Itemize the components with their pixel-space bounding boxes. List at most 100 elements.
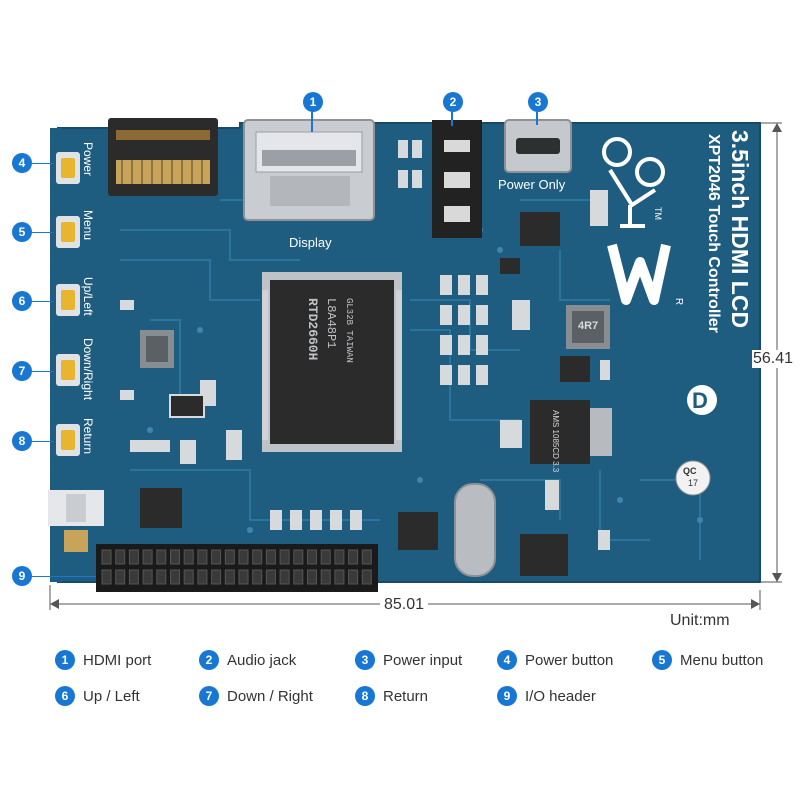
callout-badge: 1 — [303, 92, 323, 112]
header-pin — [183, 569, 194, 585]
silkscreen-power: Power — [81, 142, 95, 177]
legend-number-badge: 8 — [355, 686, 375, 706]
header-pin — [197, 549, 208, 565]
header-pin — [183, 549, 194, 565]
header-pin — [156, 549, 167, 565]
header-pin — [101, 569, 112, 585]
callout-leader-line — [311, 112, 313, 132]
header-pin — [252, 569, 263, 585]
header-pin — [293, 549, 304, 565]
header-pin — [128, 569, 139, 585]
fpc-connector — [108, 118, 218, 196]
callout-badge: 9 — [12, 566, 32, 586]
legend-number-badge: 1 — [55, 650, 75, 670]
silkscreen-power-only: Power Only — [498, 177, 566, 192]
header-pin — [320, 549, 331, 565]
chip-marking-2: L8A48P1 — [324, 298, 338, 349]
qc-number: 17 — [688, 478, 699, 488]
header-pin — [238, 549, 249, 565]
micro-usb-port — [504, 119, 572, 173]
legend-label: I/O header — [525, 687, 596, 705]
legend-label: Power input — [383, 651, 463, 669]
silkscreen-menu: Menu — [81, 210, 95, 241]
header-pin — [115, 549, 126, 565]
legend-item: 8 Return — [355, 686, 428, 706]
legend-label: Return — [383, 687, 429, 705]
board-title: 3.5inch HDMI LCD — [727, 130, 753, 329]
callout-badge: 3 — [528, 92, 548, 112]
registered-mark: R — [673, 297, 685, 306]
chip-marking-3: GL32B TAIWAN — [344, 298, 354, 363]
callout-leader-line — [536, 112, 538, 125]
legend-label: Audio jack — [227, 651, 297, 669]
callout-badge: 2 — [443, 92, 463, 112]
header-pin — [101, 549, 112, 565]
flower-logo-icon — [602, 137, 665, 228]
legend-item: 9 I/O header — [497, 686, 596, 706]
callout-leader-line — [32, 576, 96, 577]
board-subtitle: XPT2046 Touch Controller — [705, 134, 722, 333]
header-pin — [348, 549, 359, 565]
header-pin — [224, 569, 235, 585]
callout-badge: 7 — [12, 361, 32, 381]
legend-label: Down / Right — [227, 687, 313, 705]
callout-leader-line — [32, 232, 54, 233]
version-badge — [687, 385, 717, 415]
diode — [169, 394, 205, 418]
callout-badge: 6 — [12, 291, 32, 311]
callout-leader-line — [32, 441, 54, 442]
callout-leader-line — [32, 371, 54, 372]
callout-leader-line — [451, 112, 453, 126]
header-pin — [238, 569, 249, 585]
legend-number-badge: 9 — [497, 686, 517, 706]
callout-leader-line — [32, 163, 54, 164]
version-letter: D — [692, 388, 708, 413]
qc-label: QC — [683, 466, 697, 476]
header-pin — [334, 549, 345, 565]
crystal-oscillator — [454, 483, 496, 577]
header-pin — [252, 549, 263, 565]
header-pin — [279, 549, 290, 565]
inductor-marking: 4R7 — [578, 320, 599, 332]
chip-marking-1: RTD2660H — [305, 298, 320, 361]
dimension-height: 56.41 — [752, 350, 795, 368]
callout-badge: 8 — [12, 431, 32, 451]
silkscreen-display: Display — [289, 235, 332, 250]
header-pin — [265, 549, 276, 565]
small-ics — [140, 212, 590, 576]
legend-item: 1 HDMI port — [55, 650, 151, 670]
header-pin — [115, 569, 126, 585]
header-pin — [156, 569, 167, 585]
silkscreen-up-left: Up/Left — [81, 277, 95, 316]
header-pin — [211, 569, 222, 585]
legend-label: Up / Left — [83, 687, 140, 705]
hdmi-connector — [243, 119, 375, 221]
regulator-marking: AMS 1085CD 3.3 — [551, 410, 560, 472]
header-pin — [128, 549, 139, 565]
header-pin — [307, 549, 317, 565]
legend-label: HDMI port — [83, 651, 152, 669]
header-pin — [170, 569, 180, 585]
dimension-width: 85.01 — [380, 596, 429, 614]
gpio-header-40pin — [96, 544, 378, 592]
header-pin — [348, 569, 359, 585]
header-pin — [320, 569, 331, 585]
main-chip-rtd2660h — [262, 272, 402, 452]
header-pin — [293, 569, 304, 585]
callout-badge: 4 — [12, 153, 32, 173]
inductor-right — [566, 305, 610, 349]
legend-label: Power button — [525, 651, 614, 669]
regulator-ams1085 — [530, 400, 612, 464]
header-pin — [265, 569, 276, 585]
header-pin — [170, 549, 180, 565]
header-pin — [142, 549, 153, 565]
header-pin — [279, 569, 290, 585]
waveshare-logo-icon — [607, 243, 671, 305]
